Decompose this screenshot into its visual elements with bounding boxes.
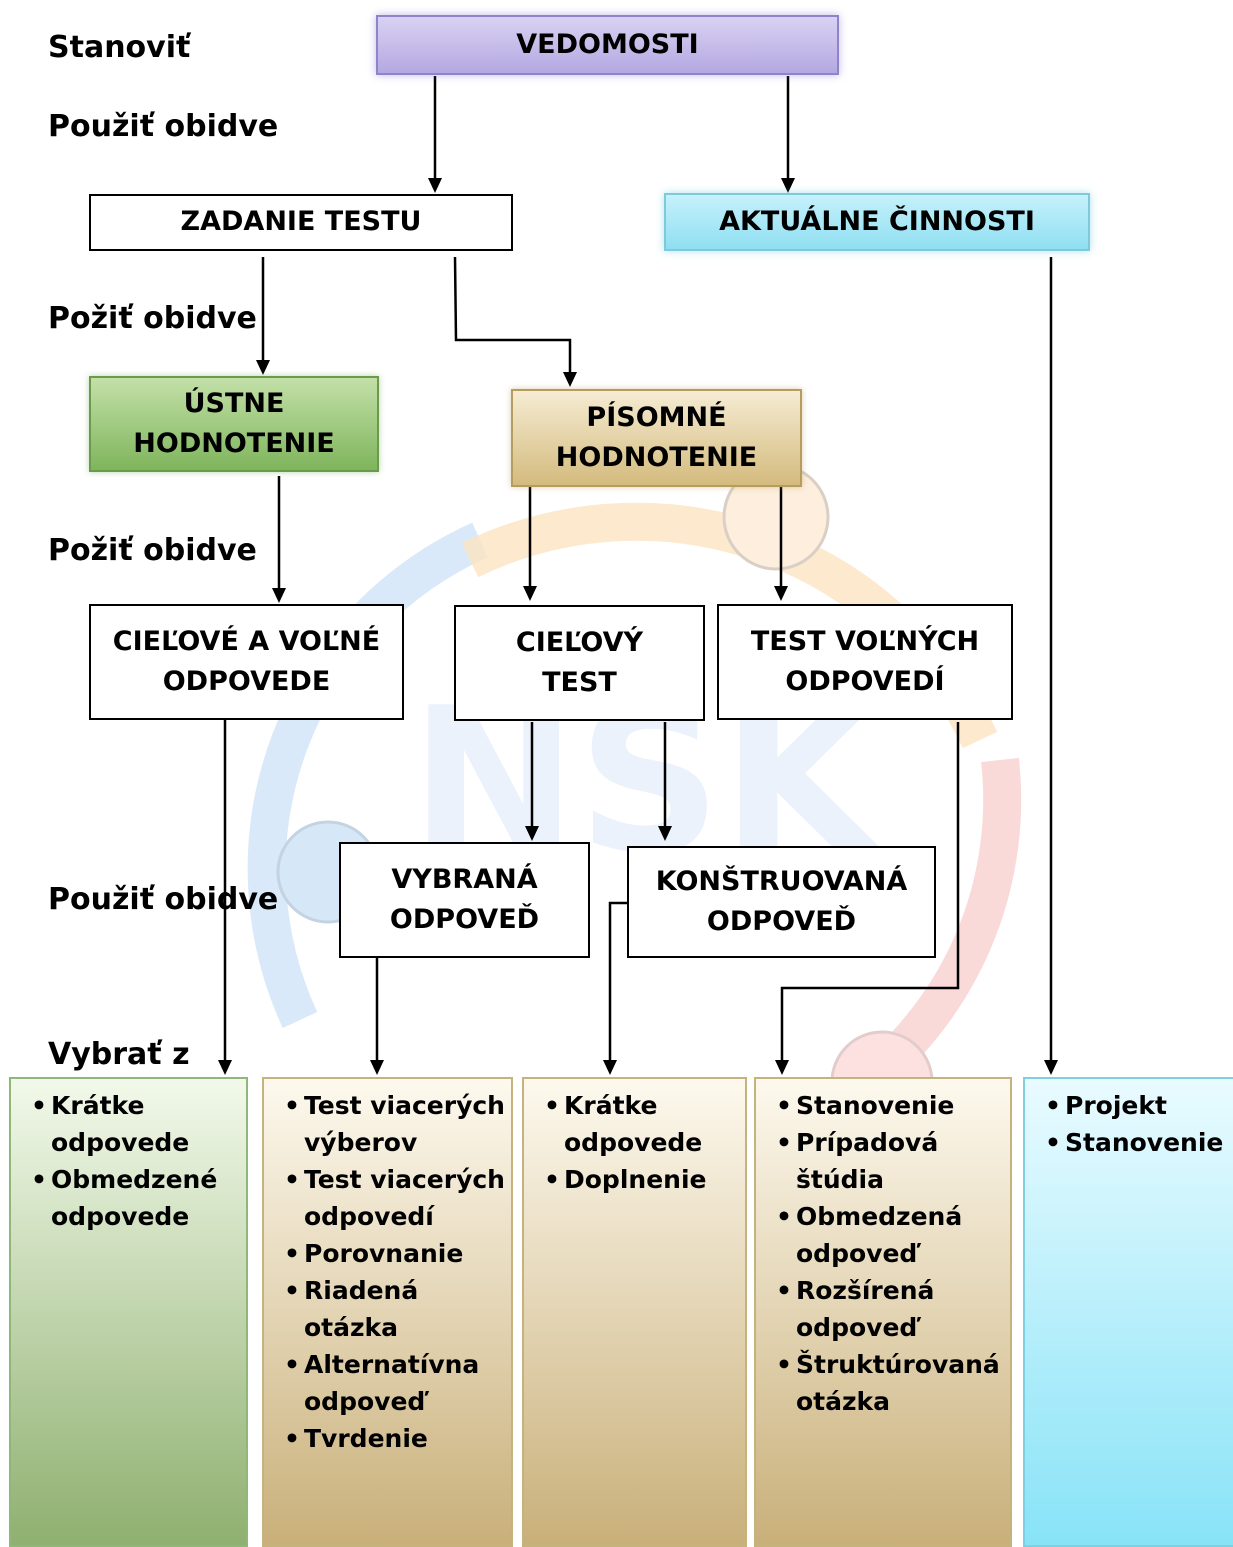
box-ustne-line-2: HODNOTENIE <box>133 428 335 459</box>
list-item: Štruktúrovaná otázka <box>756 1346 1010 1420</box>
label-pozit-obidve-2: Požiť obidve <box>48 533 257 568</box>
column-tan-3-list: Stanovenie Prípadová štúdia Obmedzená od… <box>756 1079 1010 1420</box>
box-pisomne-hodnotenie: PÍSOMNÉ HODNOTENIE <box>511 389 802 487</box>
list-item: Stanovenie <box>1025 1124 1233 1161</box>
list-item: Alternatívna odpoveď <box>264 1346 511 1420</box>
list-item: Obmedzená odpoveď <box>756 1198 1010 1272</box>
label-pozit-obidve-1: Požiť obidve <box>48 301 257 336</box>
list-item: Prípadová štúdia <box>756 1124 1010 1198</box>
watermark-blue-arc <box>247 522 488 1028</box>
column-blue-list: Projekt Stanovenie <box>1025 1079 1233 1161</box>
box-test-volnych-line-1: TEST VOĽNÝCH <box>750 625 980 657</box>
box-pisomne-line-2: HODNOTENIE <box>555 442 758 473</box>
label-pouzit-obidve-2: Použiť obidve <box>48 882 279 917</box>
box-cielove-a-volne-odpovede: CIEĽOVÉ A VOĽNÉ ODPOVEDE <box>89 604 404 720</box>
list-item: Krátke odpovede <box>11 1087 246 1161</box>
list-item: Riadená otázka <box>264 1272 511 1346</box>
box-cielovy-test: CIEĽOVÝ TEST <box>454 605 705 721</box>
box-cielove-line-1: CIEĽOVÉ A VOĽNÉ <box>112 625 381 657</box>
box-zadanie-testu-label: ZADANIE TESTU <box>180 206 422 238</box>
label-stanovit: Stanoviť <box>48 30 191 65</box>
box-zadanie-testu: ZADANIE TESTU <box>89 194 513 251</box>
list-item: Test viacerých výberov <box>264 1087 511 1161</box>
watermark-red-arc <box>867 757 1022 1085</box>
list-item: Tvrdenie <box>264 1420 511 1457</box>
box-cielovy-line-2: TEST <box>542 667 617 698</box>
column-tan-2-list: Krátke odpovede Doplnenie <box>524 1079 745 1198</box>
box-konstruovana-line-2: ODPOVEĎ <box>706 906 857 937</box>
label-vybrat-z: Vybrať z <box>48 1037 190 1072</box>
column-tan-3: Stanovenie Prípadová štúdia Obmedzená od… <box>754 1077 1012 1547</box>
list-item: Porovnanie <box>264 1235 511 1272</box>
list-item: Obmedzené odpovede <box>11 1161 246 1235</box>
list-item: Doplnenie <box>524 1161 745 1198</box>
box-konstruovana-odpoved: KONŠTRUOVANÁ ODPOVEĎ <box>627 846 936 958</box>
column-green: Krátke odpovede Obmedzené odpovede <box>9 1077 248 1547</box>
list-item: Stanovenie <box>756 1087 1010 1124</box>
label-pouzit-obidve-1: Použiť obidve <box>48 109 279 144</box>
box-aktualne-cinnosti: AKTUÁLNE ČINNOSTI <box>664 193 1090 251</box>
box-test-volnych-line-2: ODPOVEDÍ <box>785 666 945 697</box>
box-test-volnych-odpovedi: TEST VOĽNÝCH ODPOVEDÍ <box>717 604 1013 720</box>
box-konstruovana-line-1: KONŠTRUOVANÁ <box>655 865 908 897</box>
list-item: Projekt <box>1025 1087 1233 1124</box>
box-vybrana-line-2: ODPOVEĎ <box>389 904 540 935</box>
column-tan-1-list: Test viacerých výberov Test viacerých od… <box>264 1079 511 1457</box>
box-ustne-hodnotenie: ÚSTNE HODNOTENIE <box>89 376 379 472</box>
box-aktualne-cinnosti-label: AKTUÁLNE ČINNOSTI <box>719 205 1035 237</box>
box-ustne-line-1: ÚSTNE <box>183 387 285 419</box>
column-blue: Projekt Stanovenie <box>1023 1077 1233 1547</box>
list-item: Test viacerých odpovedí <box>264 1161 511 1235</box>
box-vybrana-line-1: VYBRANÁ <box>391 863 538 895</box>
box-vybrana-odpoved: VYBRANÁ ODPOVEĎ <box>339 842 590 958</box>
box-cielovy-line-1: CIEĽOVÝ <box>515 626 644 658</box>
list-item: Rozšírená odpoveď <box>756 1272 1010 1346</box>
column-tan-1: Test viacerých výberov Test viacerých od… <box>262 1077 513 1547</box>
box-vedomosti: VEDOMOSTI <box>376 15 839 75</box>
box-cielove-line-2: ODPOVEDE <box>162 666 331 697</box>
box-vedomosti-label: VEDOMOSTI <box>516 28 699 60</box>
column-green-list: Krátke odpovede Obmedzené odpovede <box>11 1079 246 1235</box>
list-item: Krátke odpovede <box>524 1087 745 1161</box>
box-pisomne-line-1: PÍSOMNÉ <box>586 401 727 433</box>
column-tan-2: Krátke odpovede Doplnenie <box>522 1077 747 1547</box>
